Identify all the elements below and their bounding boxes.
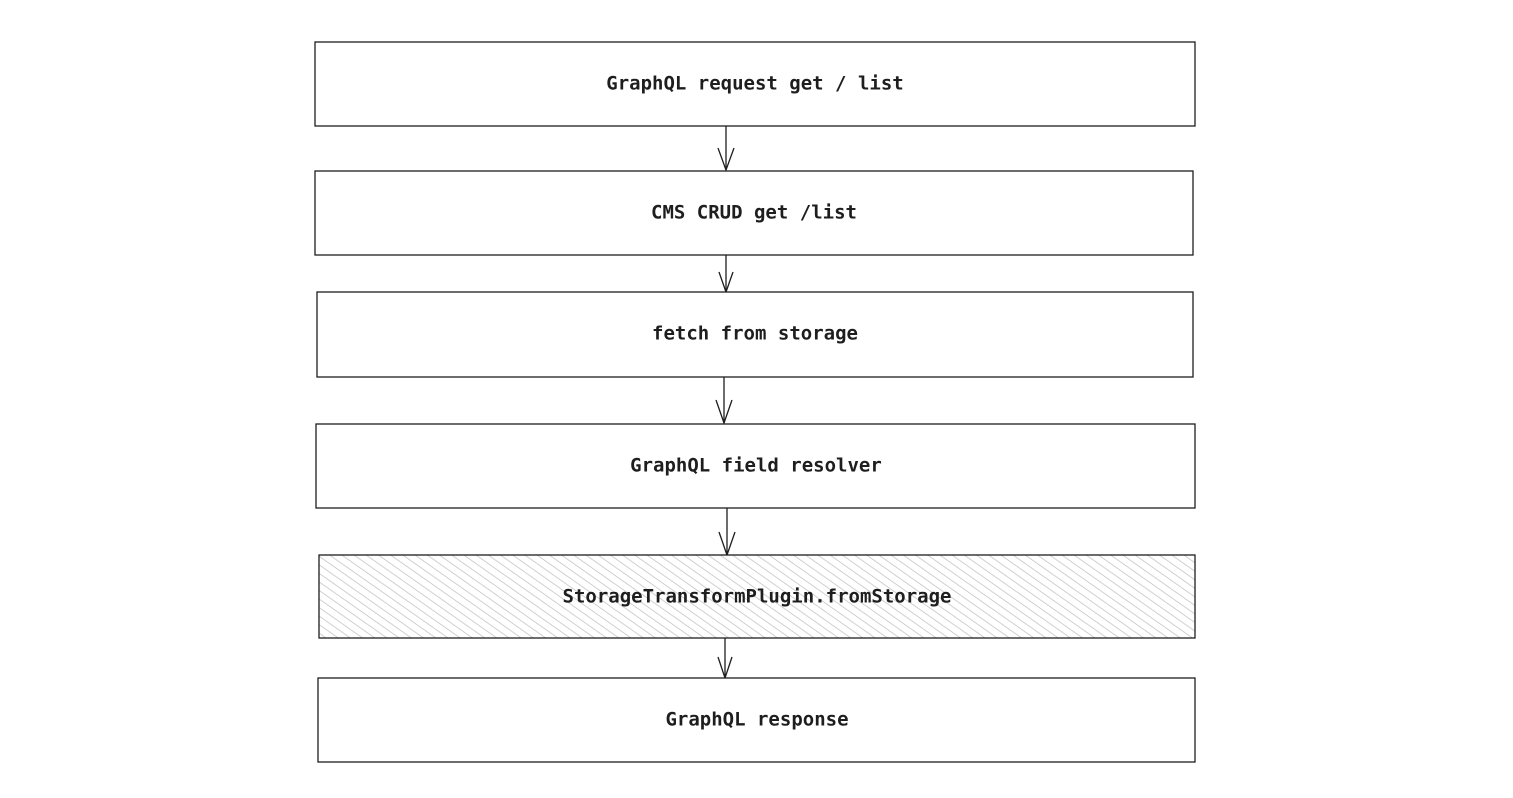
node-label: GraphQL field resolver [630,455,882,477]
node-graphql-field-resolver: GraphQL field resolver [315,423,1196,509]
node-label: GraphQL request get / list [606,73,903,95]
node-storage-transform-plugin: StorageTransformPlugin.fromStorage [318,554,1196,639]
node-fetch-from-storage: fetch from storage [316,291,1194,378]
arrow-crud-to-fetch [718,255,734,294]
node-label: CMS CRUD get /list [651,202,857,224]
node-label: fetch from storage [652,323,858,345]
arrow-resolver-to-plugin [718,508,736,557]
node-cms-crud: CMS CRUD get /list [314,170,1194,256]
node-label: GraphQL response [665,709,848,731]
node-graphql-request: GraphQL request get / list [314,41,1196,127]
node-graphql-response: GraphQL response [317,677,1196,763]
arrow-plugin-to-response [717,638,733,681]
node-label: StorageTransformPlugin.fromStorage [563,586,952,608]
arrow-fetch-to-resolver [715,377,733,425]
arrow-request-to-crud [717,126,735,172]
